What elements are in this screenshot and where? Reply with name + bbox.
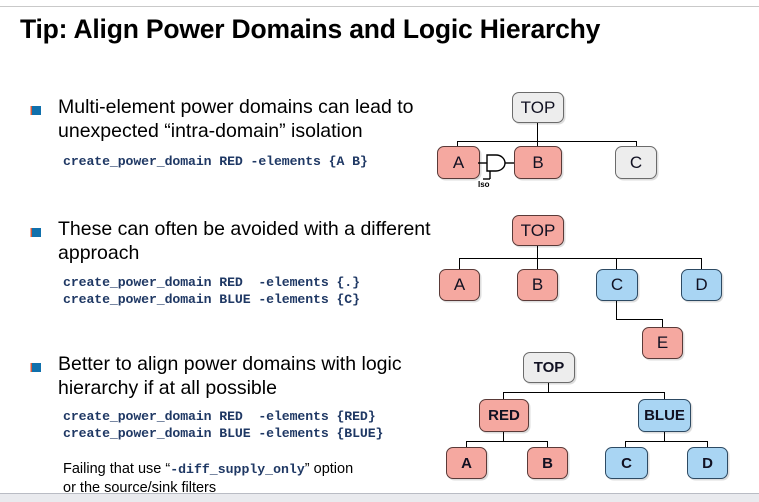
bullet-text-1: Multi-element power domains can lead to … xyxy=(58,96,414,142)
isolation-gate-icon xyxy=(478,154,514,180)
node-c-d2: C xyxy=(596,269,638,301)
wire-drop-c-d2 xyxy=(616,258,618,271)
code-line-2: create_power_domain RED -elements {.} cr… xyxy=(63,275,360,307)
footnote-pre: Failing that use xyxy=(63,461,166,477)
wire-blue-stem-d3 xyxy=(664,432,666,442)
node-a-d3: A xyxy=(446,447,487,479)
bullet-square-icon xyxy=(32,228,41,237)
wire-drop-red-d3 xyxy=(503,392,505,402)
wire-top-stem-d1 xyxy=(537,123,539,142)
wire-blue-bus-d3 xyxy=(625,441,708,443)
wire-drop-d-d3 xyxy=(707,441,709,450)
node-red-d3: RED xyxy=(479,399,529,432)
node-c-d1: C xyxy=(615,146,657,179)
bullet-square-icon xyxy=(32,106,41,115)
node-b-d1: B xyxy=(514,146,562,179)
wire-drop-b-d3 xyxy=(547,441,549,450)
iso-label-d1: Iso xyxy=(478,180,490,189)
node-d-d3: D xyxy=(687,447,728,479)
node-a-d2: A xyxy=(439,269,480,301)
wire-drop-e-d2 xyxy=(662,319,664,329)
code-line-1: create_power_domain RED -elements {A B} xyxy=(63,154,368,169)
wire-drop-blue-d3 xyxy=(664,392,666,402)
footnote-quote-open: “ xyxy=(165,461,171,477)
bottom-band xyxy=(0,493,759,502)
bullet-text-2: These can often be avoided with a differ… xyxy=(58,218,431,264)
top-divider xyxy=(0,6,759,7)
wire-drop-d-d2 xyxy=(701,258,703,271)
footnote-option: -diff_supply_only xyxy=(170,462,305,477)
node-d-d2: D xyxy=(681,269,722,301)
wire-c-stem-d2 xyxy=(616,301,618,320)
bullet-square-icon xyxy=(32,363,41,372)
wire-drop-b-d2 xyxy=(537,258,539,271)
node-top-d3: TOP xyxy=(523,352,575,383)
wire-red-stem-d3 xyxy=(503,432,505,442)
wire-bus-d2 xyxy=(459,258,702,260)
wire-drop-a-d3 xyxy=(466,441,468,450)
wire-drop-a-d2 xyxy=(459,258,461,271)
wire-bus-d3 xyxy=(503,392,665,394)
wire-red-bus-d3 xyxy=(466,441,548,443)
wire-top-stem-d3 xyxy=(548,383,550,393)
footnote-quote-close: ” xyxy=(304,461,310,477)
node-top-d1: TOP xyxy=(512,92,564,123)
node-b-d2: B xyxy=(517,269,558,301)
node-blue-d3: BLUE xyxy=(638,399,691,432)
node-top-d2: TOP xyxy=(512,215,564,246)
wire-top-stem-d2 xyxy=(537,246,539,266)
node-c-d3: C xyxy=(605,447,648,479)
wire-bus-d1 xyxy=(457,141,637,143)
page-title: Tip: Align Power Domains and Logic Hiera… xyxy=(20,14,601,44)
footnote: Failing that use “-diff_supply_only” opt… xyxy=(63,460,353,498)
node-a-d1: A xyxy=(437,146,480,179)
wire-drop-c-d3 xyxy=(625,441,627,450)
node-b-d3: B xyxy=(527,447,568,479)
footnote-post: option xyxy=(309,461,354,477)
code-line-3: create_power_domain RED -elements {RED} … xyxy=(63,409,384,441)
wire-c-to-e-d2 xyxy=(616,319,663,321)
bullet-text-3: Better to align power domains with logic… xyxy=(58,353,402,399)
footnote-line2: or the source/sink filters xyxy=(63,480,217,496)
node-e-d2: E xyxy=(642,327,683,359)
